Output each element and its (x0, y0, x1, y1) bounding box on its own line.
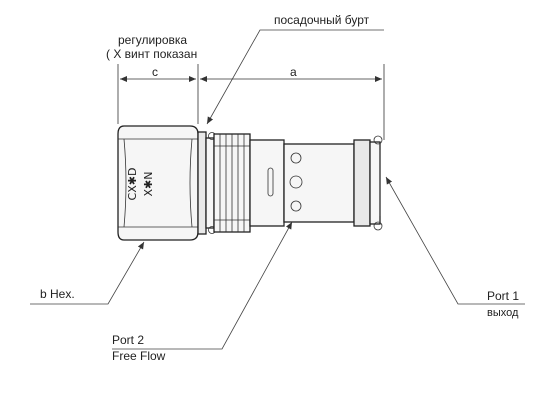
dimension-c-label: c (152, 65, 158, 79)
hex-label: b Hex. (40, 287, 75, 301)
seat-shoulder-label: посадочный бурт (274, 13, 370, 27)
thread-section (213, 133, 251, 233)
port2-desc: Free Flow (112, 349, 166, 363)
adjustment-label: регулировка (118, 33, 187, 47)
sleeve (249, 139, 285, 227)
dimension-a-label: a (290, 65, 297, 79)
body-code-line1: CX✱D (126, 168, 139, 201)
port1-desc: выход (487, 307, 519, 319)
seat-shoulder (197, 131, 216, 235)
port2-body (283, 143, 355, 223)
port1-end (353, 135, 383, 231)
port2-leader (112, 221, 293, 350)
hex-nut (117, 125, 199, 241)
dimension-a (200, 64, 385, 140)
adjustment-label-line2: ( X винт показан (106, 47, 197, 61)
dimension-c (117, 64, 199, 124)
seat-shoulder-leader (206, 29, 384, 125)
hex-leader (30, 241, 145, 305)
port2-label: Port 2 (112, 333, 144, 347)
port1-label: Port 1 (487, 289, 519, 303)
body-code-line2: X✱N (142, 172, 155, 197)
port1-leader (385, 176, 525, 305)
